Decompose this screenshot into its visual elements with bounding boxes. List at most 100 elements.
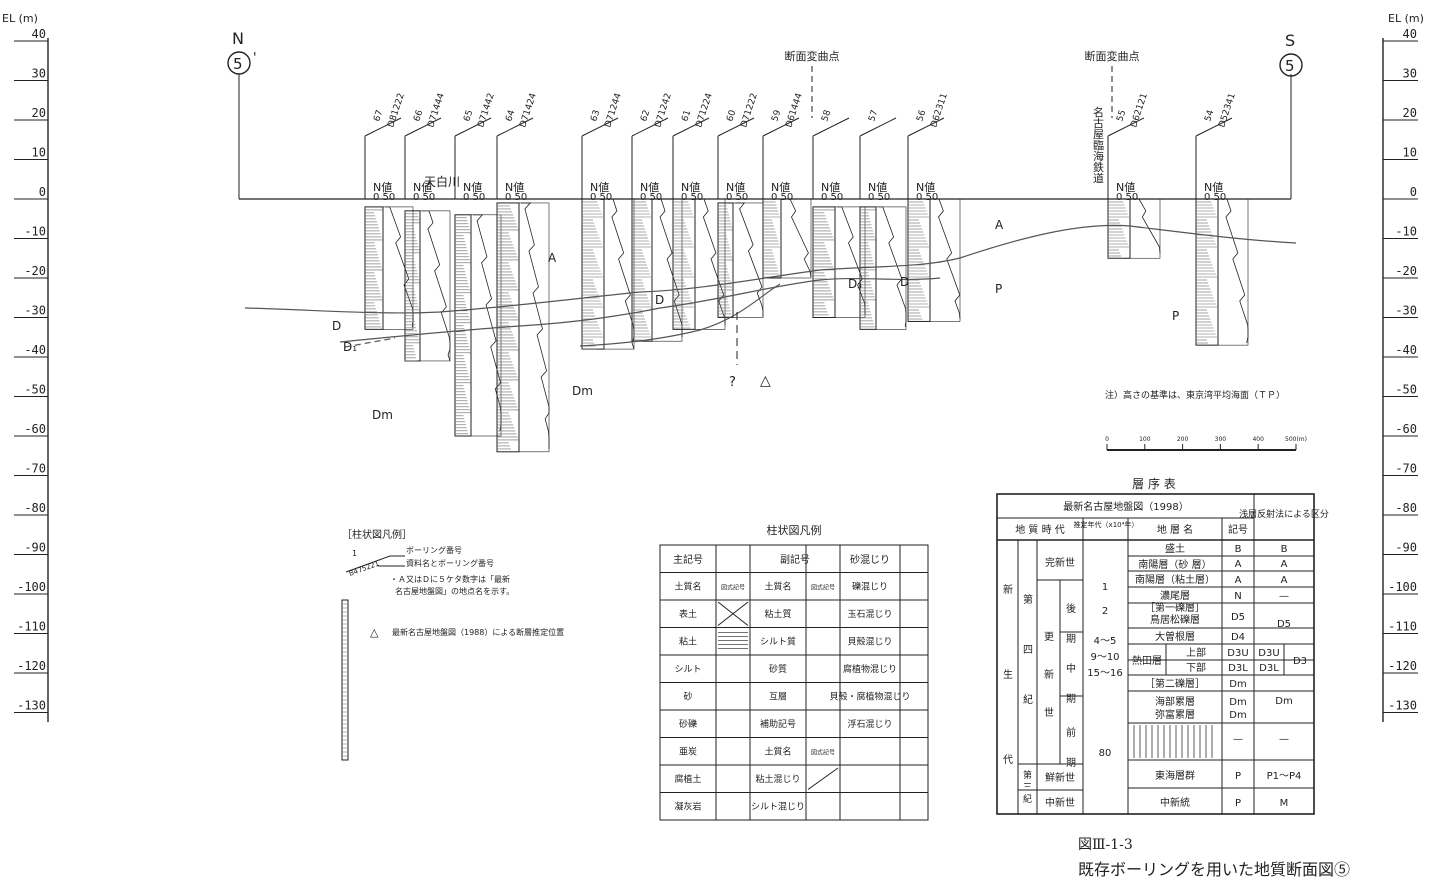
- strat-epoch-char: 更: [1044, 631, 1054, 643]
- stratum-dm: Dm: [572, 384, 593, 398]
- axis-tick-label: -110: [17, 620, 46, 634]
- axis-tick-label: -90: [1395, 541, 1417, 555]
- strat-subepoch-char: 期: [1066, 693, 1076, 705]
- strat-layer-name: 南陽層（粘土層）: [1135, 573, 1215, 586]
- n-value-label: N値: [681, 181, 700, 194]
- axis-tick-label: 10: [1403, 146, 1417, 160]
- strat-age: 4〜5: [1094, 636, 1117, 647]
- north-marker-circle: [227, 51, 251, 75]
- axis-label-left: EL (m): [2, 12, 38, 25]
- n-value-label: N値: [726, 181, 745, 194]
- scale-tick-label: 400: [1252, 436, 1264, 443]
- legend-title: ［柱状図凡例］: [342, 528, 412, 541]
- borehole-id: D71242: [653, 92, 674, 129]
- strat-layer-name: 南陽層（砂 層）: [1138, 558, 1211, 571]
- axis-tick-label: -100: [17, 580, 46, 594]
- axis-tick-label: -80: [24, 501, 46, 515]
- n-value-box: [1129, 198, 1161, 259]
- legend-line1: ボーリング番号: [406, 545, 462, 555]
- n-value-box: [1217, 198, 1249, 346]
- strat-layer-name: 盛土: [1165, 542, 1185, 555]
- stratum-a: A: [995, 218, 1004, 232]
- n-value-scale: 0 50: [681, 192, 703, 203]
- n-value-box: [732, 202, 764, 318]
- strat-layer-name: 大曽根層: [1155, 630, 1195, 643]
- strat-seismic: D3U: [1258, 648, 1279, 659]
- strat-symbol: D5: [1231, 612, 1245, 623]
- borehole-id: D52341: [1217, 92, 1237, 129]
- n-value-scale: 0 50: [463, 192, 485, 203]
- legend-sample-tag: [345, 555, 391, 573]
- strat-seismic: P1〜P4: [1267, 771, 1302, 782]
- legend-cell: 腐植物混じり: [843, 663, 897, 675]
- strat-col-sym: 記号: [1228, 523, 1248, 536]
- n-value-box: [470, 214, 502, 437]
- borehole-id: D71244: [603, 92, 624, 129]
- n-value-box: [875, 206, 907, 330]
- stratum-dm: Dm: [372, 408, 393, 422]
- axis-tick-label: -30: [1395, 304, 1417, 318]
- borehole-number: 56: [915, 109, 928, 123]
- strat-symbol: D4: [1231, 632, 1245, 643]
- railway-label-char: 屋: [1093, 128, 1104, 141]
- stratigraphy-table: 層 序 表最新名古屋地盤図（1998）地 質 時 代推定年代（x10⁴年）地 層…: [996, 476, 1329, 815]
- n-value-label: N値: [1204, 181, 1223, 194]
- n-value-label: N値: [590, 181, 609, 194]
- n-value-box: [929, 198, 961, 322]
- n-value-box: [651, 198, 683, 342]
- axis-tick-label: -110: [1388, 620, 1417, 634]
- fault-triangle-mark: △: [760, 373, 771, 389]
- legend-cell: 砂質: [769, 663, 787, 675]
- borehole-number: 58: [820, 109, 833, 123]
- south-marker-number: 5: [1285, 57, 1295, 75]
- strat-subepoch-char: 期: [1066, 633, 1076, 645]
- borehole-number: 54: [1203, 109, 1216, 123]
- boundary-dm-top: [579, 283, 781, 347]
- strat-title: 層 序 表: [1132, 476, 1176, 491]
- borehole-tag: [404, 117, 442, 137]
- n-value-scale: 0 50: [726, 192, 748, 203]
- strat-age: 15〜16: [1087, 668, 1122, 679]
- strat-age: 2: [1102, 606, 1108, 617]
- n-value-curve: [697, 198, 726, 325]
- strat-seismic: B: [1281, 544, 1288, 555]
- borehole-number: 59: [770, 109, 783, 123]
- legend-cell: 粘土混じり: [755, 773, 800, 785]
- strat-grid: [996, 493, 1315, 815]
- strat-layer-name: 弥富累層: [1155, 708, 1195, 721]
- legend-header: 主記号: [673, 553, 703, 566]
- axis-tick-label: 30: [32, 67, 46, 81]
- strat-epoch-char: 世: [1044, 707, 1054, 719]
- strat-seismic: A: [1281, 559, 1288, 570]
- strat-symbol: D3L: [1228, 663, 1248, 674]
- n-value-box: [694, 198, 726, 330]
- strat-col-name: 地 層 名: [1157, 523, 1193, 536]
- strat-layer-name: ［第一礫層］: [1145, 601, 1205, 614]
- strat-symbol: —: [1233, 734, 1243, 745]
- strat-symbol: Dm: [1229, 679, 1246, 690]
- strat-symbol: A: [1235, 559, 1242, 570]
- borehole-number: 60: [725, 109, 738, 123]
- axis-tick-label: -20: [1395, 264, 1417, 278]
- borehole-id: D61444: [784, 92, 805, 129]
- strat-source: 最新名古屋地盤図（1998）: [1063, 500, 1188, 513]
- legend-cell-small: 図式記号: [811, 584, 835, 592]
- strat-seismic: D5: [1277, 619, 1291, 630]
- borehole-tag: [762, 117, 800, 137]
- borehole-id: D62311: [929, 92, 950, 129]
- borehole-tag: [812, 117, 850, 137]
- strat-seismic: —: [1279, 591, 1289, 602]
- strat-epoch-char: 新: [1044, 668, 1054, 681]
- n-value-curve: [385, 206, 414, 327]
- legend-triangle: △: [370, 626, 379, 639]
- strat-layer-name: ［第二礫層］: [1145, 677, 1205, 690]
- legend-cell: 粘土: [679, 636, 697, 648]
- axis-tick-label: 40: [32, 27, 46, 41]
- stratum-d: D: [332, 319, 341, 333]
- strat-period-char: 第: [1023, 769, 1032, 781]
